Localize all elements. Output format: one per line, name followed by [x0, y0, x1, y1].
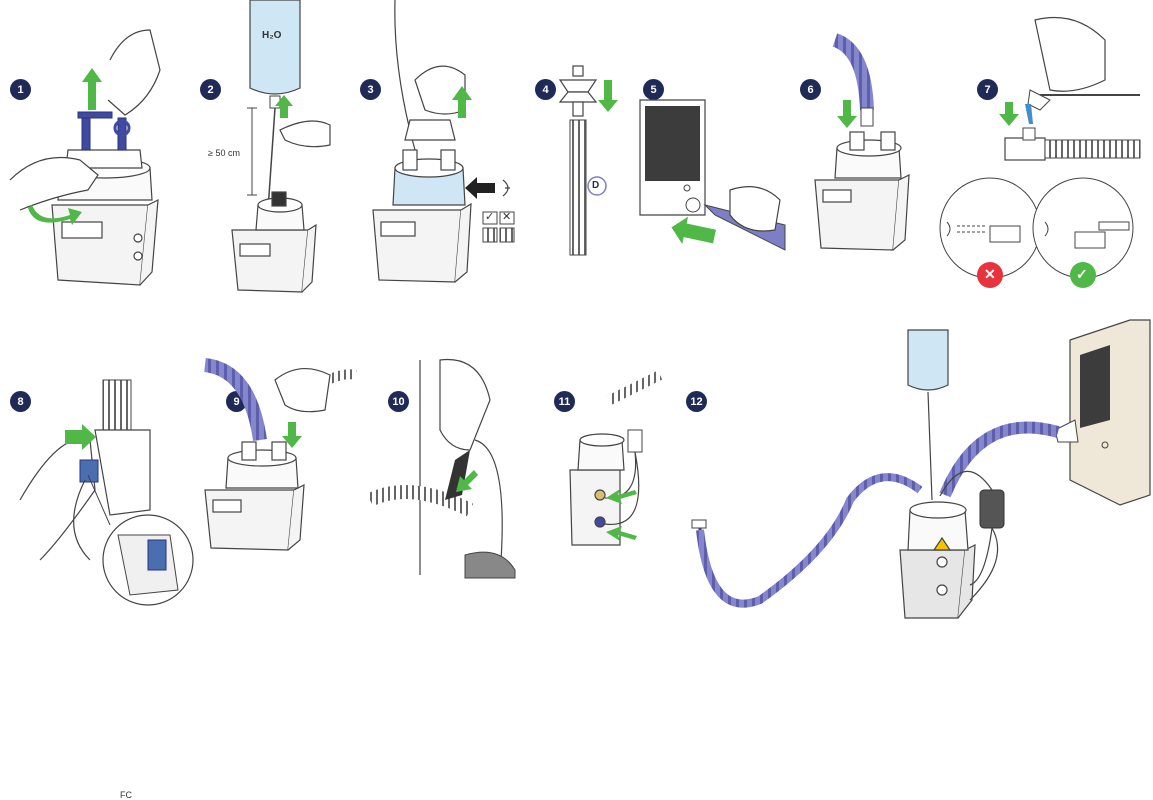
humidifier-device: [231, 191, 317, 293]
step-9: 9: [200, 300, 360, 621]
step-6: 6: [795, 0, 935, 300]
step-9-illustration: [203, 358, 357, 551]
step-1: 1: [0, 0, 180, 300]
left-arrow-icon: [606, 489, 637, 504]
step-8: 8 FC: [0, 300, 200, 800]
down-arrow-icon: [837, 100, 857, 128]
step-7: 7 ✕ ✓: [935, 0, 1153, 300]
down-arrow-icon: [282, 422, 302, 448]
down-arrow-icon: [999, 102, 1019, 126]
step-1-badge: 1: [10, 79, 31, 100]
sensor-module: [627, 429, 643, 453]
step-11-badge: 11: [554, 391, 575, 412]
chamber-port: [94, 429, 151, 516]
fitting-label: FC: [120, 790, 132, 800]
inspiratory-tube: [939, 421, 1060, 498]
bag-label: H₂O: [262, 30, 282, 41]
tube-label: D: [592, 180, 600, 191]
step-4-illustration: [558, 65, 618, 256]
step-6-illustration: [814, 33, 910, 251]
eye-icon: [946, 221, 951, 237]
t-connector: [1004, 137, 1046, 161]
step-10-illustration: [366, 358, 516, 579]
sensor-module: [979, 489, 1005, 529]
rotate-arrow-icon: [28, 205, 82, 225]
step-4-badge: 4: [535, 79, 556, 100]
left-arrow-icon: [671, 216, 716, 245]
down-arrow-icon: [598, 80, 618, 112]
water-bag: [249, 0, 301, 95]
check-icon: ✓: [1076, 266, 1088, 282]
plug-connector: [445, 450, 470, 500]
height-label: ≥ 50 cm: [208, 148, 240, 158]
right-arrow-icon: [65, 424, 96, 450]
eye-icon: [502, 179, 510, 197]
filter-connector: [558, 65, 598, 117]
blue-tube: [832, 33, 874, 111]
hand-outline: [9, 156, 99, 211]
step-12-illustration: [691, 319, 1151, 619]
humidifier-device: [372, 149, 472, 283]
blue-tube: [203, 358, 267, 442]
step-11-illustration: [569, 370, 663, 546]
humidifier-device: [814, 131, 910, 251]
humidifier-device: [204, 441, 305, 551]
wrong-badge: [977, 262, 1003, 288]
step-2-badge: 2: [200, 79, 221, 100]
eye-icon: [1044, 221, 1049, 237]
up-arrow-icon: [452, 86, 472, 118]
humidifier-device: [899, 501, 976, 619]
humidifier-device: [569, 433, 625, 546]
step-8-illustration: [19, 379, 194, 606]
step-2-illustration: [231, 0, 331, 293]
left-arrow-icon: [606, 526, 637, 541]
up-arrow-icon: [82, 68, 102, 110]
step-2: 2 H₂O ≥ 50 cm: [190, 0, 340, 300]
step-5-badge: 5: [643, 79, 664, 100]
step-3: 3 ✓ ✕: [355, 0, 525, 300]
step-3-illustration: [372, 0, 515, 283]
step-4: 4 D: [530, 0, 630, 300]
down-left-arrow-icon: [456, 470, 478, 492]
step-7-illustration: [939, 16, 1141, 288]
up-arrow-icon: [275, 95, 293, 118]
step-7-badge: 7: [977, 79, 998, 100]
humidifier-device: [51, 149, 159, 286]
cross-box: [499, 211, 515, 225]
step-10-badge: 10: [388, 391, 409, 412]
patient-tube: [696, 473, 923, 608]
step-5-illustration: [639, 99, 786, 251]
step-12: 12: [680, 300, 1153, 621]
step-12-badge: 12: [686, 391, 707, 412]
temperature-probe: [79, 459, 99, 483]
check-icon: ✓: [485, 211, 495, 223]
corrugated-tube: [569, 119, 587, 256]
step-3-badge: 3: [360, 79, 381, 100]
left-arrow-icon: [465, 177, 495, 199]
blue-caps: [77, 111, 131, 151]
step-11: 11: [540, 300, 680, 621]
height-bracket: [247, 107, 257, 196]
float-piece: [404, 119, 456, 141]
check-box: [482, 211, 498, 225]
step-1-illustration: [9, 29, 161, 286]
step-8-badge: 8: [10, 391, 31, 412]
step-5: 5: [635, 0, 786, 300]
step-10: 10: [366, 300, 530, 621]
cross-icon: ✕: [984, 266, 996, 282]
correct-badge: [1070, 262, 1096, 288]
step-6-badge: 6: [800, 79, 821, 100]
cross-icon: ✕: [502, 211, 512, 223]
water-bag: [907, 329, 949, 391]
